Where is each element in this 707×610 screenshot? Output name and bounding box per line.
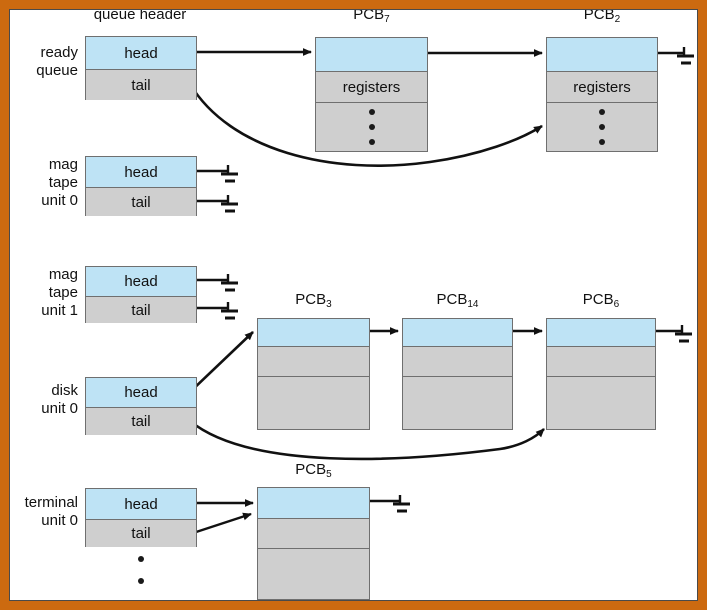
queue-list-ellipsis-dots [137, 556, 145, 606]
edge-terminal0-tail-to-pcb5 [189, 512, 252, 536]
pcb5-pointer-cell[interactable] [258, 488, 369, 518]
mag-tape-unit-0-label-line2: tape [48, 174, 78, 191]
pcb2-title-name: PCB [583, 6, 615, 23]
ready-queue-label-line1: ready [40, 44, 78, 61]
ready-queue-label-line2: queue [36, 62, 78, 79]
pcb5-body-cell [258, 548, 369, 599]
pcb2-pointer-cell[interactable] [547, 38, 657, 71]
terminal-unit-0-head-cell[interactable]: head [86, 489, 196, 519]
disk-unit-0-tail-cell[interactable]: tail [86, 407, 196, 435]
pcb14-body-cell [403, 376, 512, 429]
queue-header-title: queue header [93, 6, 187, 23]
pcb6-title-index: 6 [613, 299, 620, 310]
pcb7-title-index: 7 [384, 14, 390, 25]
pcb14-mid-cell [403, 346, 512, 376]
pcb7-title-name: PCB [353, 6, 385, 23]
mag-tape-unit-1-tail-cell[interactable]: tail [86, 296, 196, 323]
terminal-unit-0-tail-cell[interactable]: tail [86, 519, 196, 547]
pcb6-pointer-cell[interactable] [547, 319, 655, 346]
ellipsis-dot [599, 109, 605, 115]
mag-tape-unit-0-head-cell[interactable]: head [86, 157, 196, 187]
pcb3-title: PCB3 [257, 291, 370, 310]
disk-unit-0-head-cell[interactable]: head [86, 378, 196, 407]
edge-disk0-head-to-pcb3 [189, 331, 254, 393]
pcb2-box[interactable]: registers [546, 37, 658, 152]
pcb14-box[interactable] [402, 318, 513, 430]
mag-tape-unit-0-tail-cell[interactable]: tail [86, 187, 196, 216]
pcb2-title: PCB2 [546, 6, 658, 25]
disk-unit-0-label-line1: disk [51, 382, 78, 399]
pcb2-registers-cell: registers [547, 71, 657, 102]
disk-unit-0-label-line2: unit 0 [41, 400, 78, 417]
terminal-unit-0-header-box[interactable]: head tail [85, 488, 197, 547]
pcb7-pointer-cell[interactable] [316, 38, 427, 71]
ellipsis-dot [138, 556, 144, 562]
pcb6-title: PCB6 [546, 291, 656, 310]
mag-tape-unit-1-label-line3: unit 1 [41, 302, 78, 319]
disk-unit-0-header-box[interactable]: head tail [85, 377, 197, 435]
pcb5-mid-cell [258, 518, 369, 548]
ellipsis-dot [368, 124, 375, 130]
edge-magtape1-tail-to-ground [190, 302, 238, 320]
pcb3-body-cell [258, 376, 369, 429]
terminal-unit-0-label: terminal unit 0 [2, 494, 78, 530]
edge-magtape0-tail-to-ground [190, 195, 238, 213]
mag-tape-unit-0-header-box[interactable]: head tail [85, 156, 197, 216]
mag-tape-unit-0-label: mag tape unit 0 [10, 156, 78, 210]
pcb6-title-name: PCB [582, 291, 614, 308]
pcb14-pointer-cell[interactable] [403, 319, 512, 346]
pcb5-title-name: PCB [295, 461, 327, 478]
pcb5-title: PCB5 [257, 461, 370, 480]
pcb3-box[interactable] [257, 318, 370, 430]
pcb6-mid-cell [547, 346, 655, 376]
pcb2-body-cell [547, 102, 657, 151]
pcb3-title-name: PCB [295, 291, 327, 308]
ellipsis-dot [599, 124, 605, 130]
pcb14-title: PCB14 [402, 291, 513, 310]
terminal-unit-0-label-line1: terminal [24, 494, 78, 511]
ellipsis-dot [138, 600, 144, 606]
pcb7-body-cell [316, 102, 427, 151]
ellipsis-dot [368, 139, 375, 145]
mag-tape-unit-1-label: mag tape unit 1 [10, 266, 78, 320]
pcb7-registers-cell: registers [316, 71, 427, 102]
pcb7-box[interactable]: registers [315, 37, 428, 152]
ellipsis-dot [368, 109, 375, 115]
pcb5-box[interactable] [257, 487, 370, 600]
mag-tape-unit-1-label-line2: tape [48, 284, 78, 301]
pcb7-ellipsis-dots [368, 109, 376, 145]
pcb6-body-cell [547, 376, 655, 429]
ready-queue-head-cell[interactable]: head [86, 37, 196, 69]
pcb3-mid-cell [258, 346, 369, 376]
mag-tape-unit-1-label-line1: mag [48, 266, 78, 283]
terminal-unit-0-label-line2: unit 0 [41, 512, 78, 529]
pcb2-ellipsis-dots [598, 109, 606, 145]
disk-unit-0-label: disk unit 0 [10, 382, 78, 418]
pcb2-title-index: 2 [614, 14, 621, 25]
pcb3-pointer-cell[interactable] [258, 319, 369, 346]
edge-magtape0-head-to-ground [190, 165, 238, 183]
pcb14-title-name: PCB [436, 291, 468, 308]
mag-tape-unit-1-head-cell[interactable]: head [86, 267, 196, 296]
edge-magtape1-head-to-ground [190, 274, 238, 292]
ellipsis-dot [599, 139, 605, 145]
pcb5-title-index: 5 [326, 469, 332, 480]
ready-queue-header-box[interactable]: head tail [85, 36, 197, 100]
ellipsis-dot [138, 578, 144, 584]
mag-tape-unit-1-header-box[interactable]: head tail [85, 266, 197, 323]
pcb3-title-index: 3 [326, 299, 332, 310]
ready-queue-tail-cell[interactable]: tail [86, 69, 196, 100]
pcb14-title-index: 14 [467, 299, 479, 310]
mag-tape-unit-0-label-line1: mag [48, 156, 78, 173]
pcb7-title: PCB7 [315, 6, 428, 25]
pcb6-box[interactable] [546, 318, 656, 430]
ready-queue-label: ready queue [10, 44, 78, 80]
mag-tape-unit-0-label-line3: unit 0 [41, 192, 78, 209]
